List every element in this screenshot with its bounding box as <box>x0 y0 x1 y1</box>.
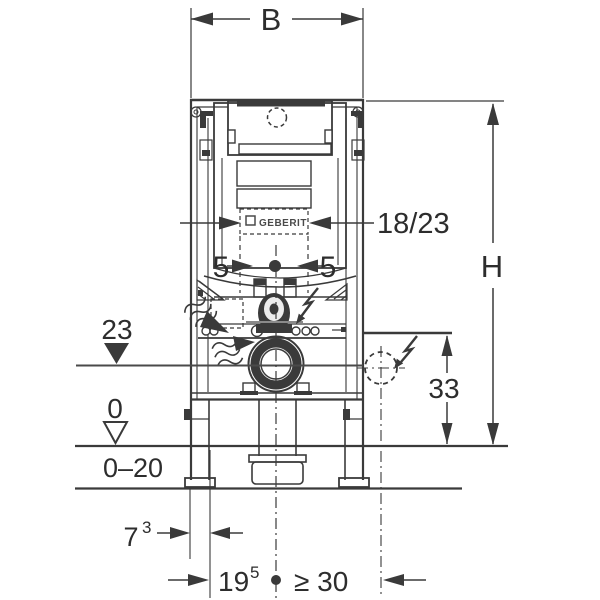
dimension-outlet-height-33: 33 <box>364 331 465 444</box>
water-flow-icon <box>184 296 229 333</box>
raw-floor-range: 0–20 <box>75 453 462 490</box>
dim-arrow-left-icon <box>191 12 213 26</box>
label-supply-level: 23 <box>101 314 132 345</box>
water-flow-icon-2 <box>211 336 255 367</box>
label-dim19: 19 <box>218 566 249 597</box>
label-dim7-sup: 3 <box>142 518 151 537</box>
level-marker-open-icon <box>102 421 129 446</box>
dim-arrow-up-icon <box>441 335 453 356</box>
power-outlet <box>357 346 405 598</box>
flush-plate-band: GEBERIT <box>239 208 309 235</box>
brand-label: GEBERIT <box>259 218 307 229</box>
corner-screws <box>190 106 364 118</box>
dim-arrow-right-icon <box>188 574 209 586</box>
label-min-distance: ≥ 30 <box>294 566 348 597</box>
label-foot-adjust-range: 0–20 <box>103 453 163 483</box>
callout-arrow-right-icon <box>219 216 241 230</box>
cistern-panels <box>236 160 312 209</box>
dim-arrow-right-icon <box>341 12 363 26</box>
dim-arrow-down-icon <box>487 423 499 445</box>
dim-arrow-left-icon <box>297 259 318 273</box>
dim-arrow-up-icon <box>487 103 499 125</box>
dim-arrow-left-icon <box>210 527 230 539</box>
offset-dimension-5: 5 5 <box>213 236 337 293</box>
plate-size-callout: 18/23 <box>180 208 450 240</box>
callout-arrow-left-icon <box>309 216 331 230</box>
dim-arrow-left-icon <box>383 574 404 586</box>
dimension-height-H: H <box>366 100 504 445</box>
level-marker-filled-icon <box>104 343 129 364</box>
frame-legs <box>184 400 370 488</box>
label-offset-right: 5 <box>320 251 337 284</box>
label-height: H <box>481 249 503 284</box>
dim-arrow-right-icon <box>170 527 190 539</box>
label-plate-size: 18/23 <box>377 208 450 240</box>
label-width: B <box>261 2 282 37</box>
dim-dot-terminator <box>271 575 281 585</box>
supply-level-23: 23 <box>76 314 363 367</box>
label-offset-left: 5 <box>213 251 230 284</box>
dimension-19-5-and-min-30: 19 5 ≥ 30 <box>168 563 426 597</box>
lightning-icon-2 <box>394 335 418 369</box>
label-dim19-sup: 5 <box>250 563 259 582</box>
dim-arrow-down-icon <box>441 423 453 444</box>
label-dim7: 7 <box>123 522 138 552</box>
dim-arrow-right-icon <box>232 259 253 273</box>
floor-level-0: 0 <box>75 393 508 448</box>
label-floor-level: 0 <box>107 393 123 424</box>
lightning-icon <box>296 287 319 324</box>
dimension-7-3: 7 3 <box>123 450 243 598</box>
dimension-width-B: B <box>190 2 364 98</box>
service-box-dashed <box>210 298 244 329</box>
flush-unit-opening <box>227 100 333 156</box>
label-outlet-height: 33 <box>428 373 459 404</box>
inspection-circle <box>266 107 288 128</box>
center-point <box>269 260 281 272</box>
flush-bend-assembly <box>246 278 303 333</box>
